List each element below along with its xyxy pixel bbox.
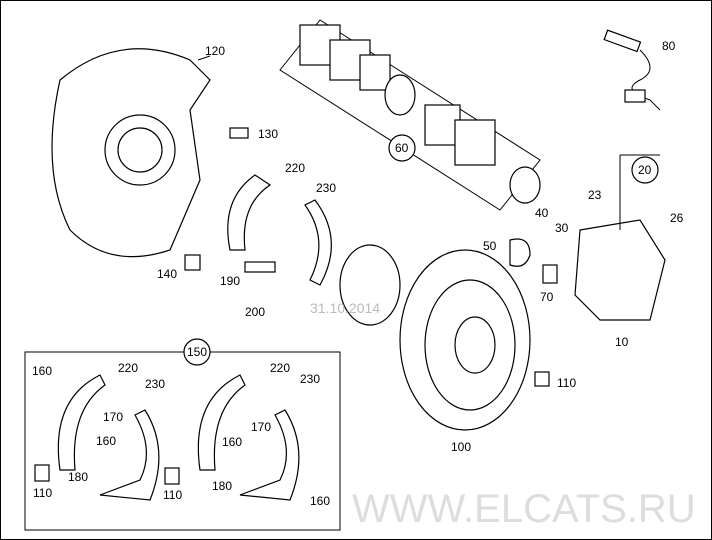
part-labels: 120 130 220 230 140 190 200 60 80 20 23 … [32,39,684,508]
part-number-label: 26 [670,211,684,225]
part-number-label: 140 [157,267,177,281]
kit-shoe [197,374,246,471]
part-number-label: 110 [163,488,182,502]
bleeder [542,264,558,284]
plug [184,254,201,271]
part-number-label: 60 [395,141,409,155]
kit-shoe [239,409,300,501]
backing-plate [51,48,211,258]
part-number-label: 170 [251,420,271,434]
part-number-label: 110 [33,486,52,500]
hub [339,244,401,326]
date-stamp: 31.10.2014 [310,300,380,316]
part-number-label: 160 [222,435,242,449]
brake-pads [279,19,541,211]
caliper [574,219,666,321]
kit-box [24,351,341,531]
parking-brake-shoe [304,199,332,286]
part-number-label: 180 [68,470,88,484]
part-number-label: 80 [662,39,676,53]
bolt [534,371,550,387]
part-number-label: 150 [187,345,207,359]
part-number-label: 110 [557,376,576,390]
part-number-label: 23 [588,188,602,202]
part-number-label: 160 [32,364,52,378]
part-number-label: 70 [540,290,554,304]
part-number-label: 20 [638,163,652,177]
kit-shoe [57,374,106,471]
wear-sensor [603,29,661,111]
part-number-label: 230 [316,181,336,195]
part-number-label: 120 [205,44,225,58]
part-number-label: 50 [483,239,497,253]
part-number-label: 220 [270,361,290,375]
part-number-label: 10 [615,335,629,349]
part-number-label: 180 [212,479,232,493]
part-number-label: 220 [285,161,305,175]
kit-shoe [99,409,160,501]
part-number-label: 190 [220,274,240,288]
bolt [164,467,180,485]
part-number-label: 220 [118,361,138,375]
part-number-label: 160 [310,494,330,508]
group-callout-20 [631,156,659,184]
bolt [34,464,50,482]
part-number-label: 170 [103,410,123,424]
adjuster [244,261,276,273]
part-number-label: 130 [258,127,278,141]
part-number-label: 160 [96,434,116,448]
part-number-label: 230 [300,372,320,386]
group-callout-60 [388,134,416,162]
group-callout-150 [183,338,211,366]
clip [509,238,531,267]
part-number-label: 40 [535,206,549,220]
part-number-label: 30 [555,221,569,235]
parking-brake-shoe [227,174,272,251]
part-number-label: 200 [245,305,265,319]
part-number-label: 230 [145,377,165,391]
bolt [229,127,249,139]
watermark: WWW.ELCATS.RU [352,487,696,531]
brake-disc [399,249,531,431]
part-number-label: 100 [451,440,471,454]
